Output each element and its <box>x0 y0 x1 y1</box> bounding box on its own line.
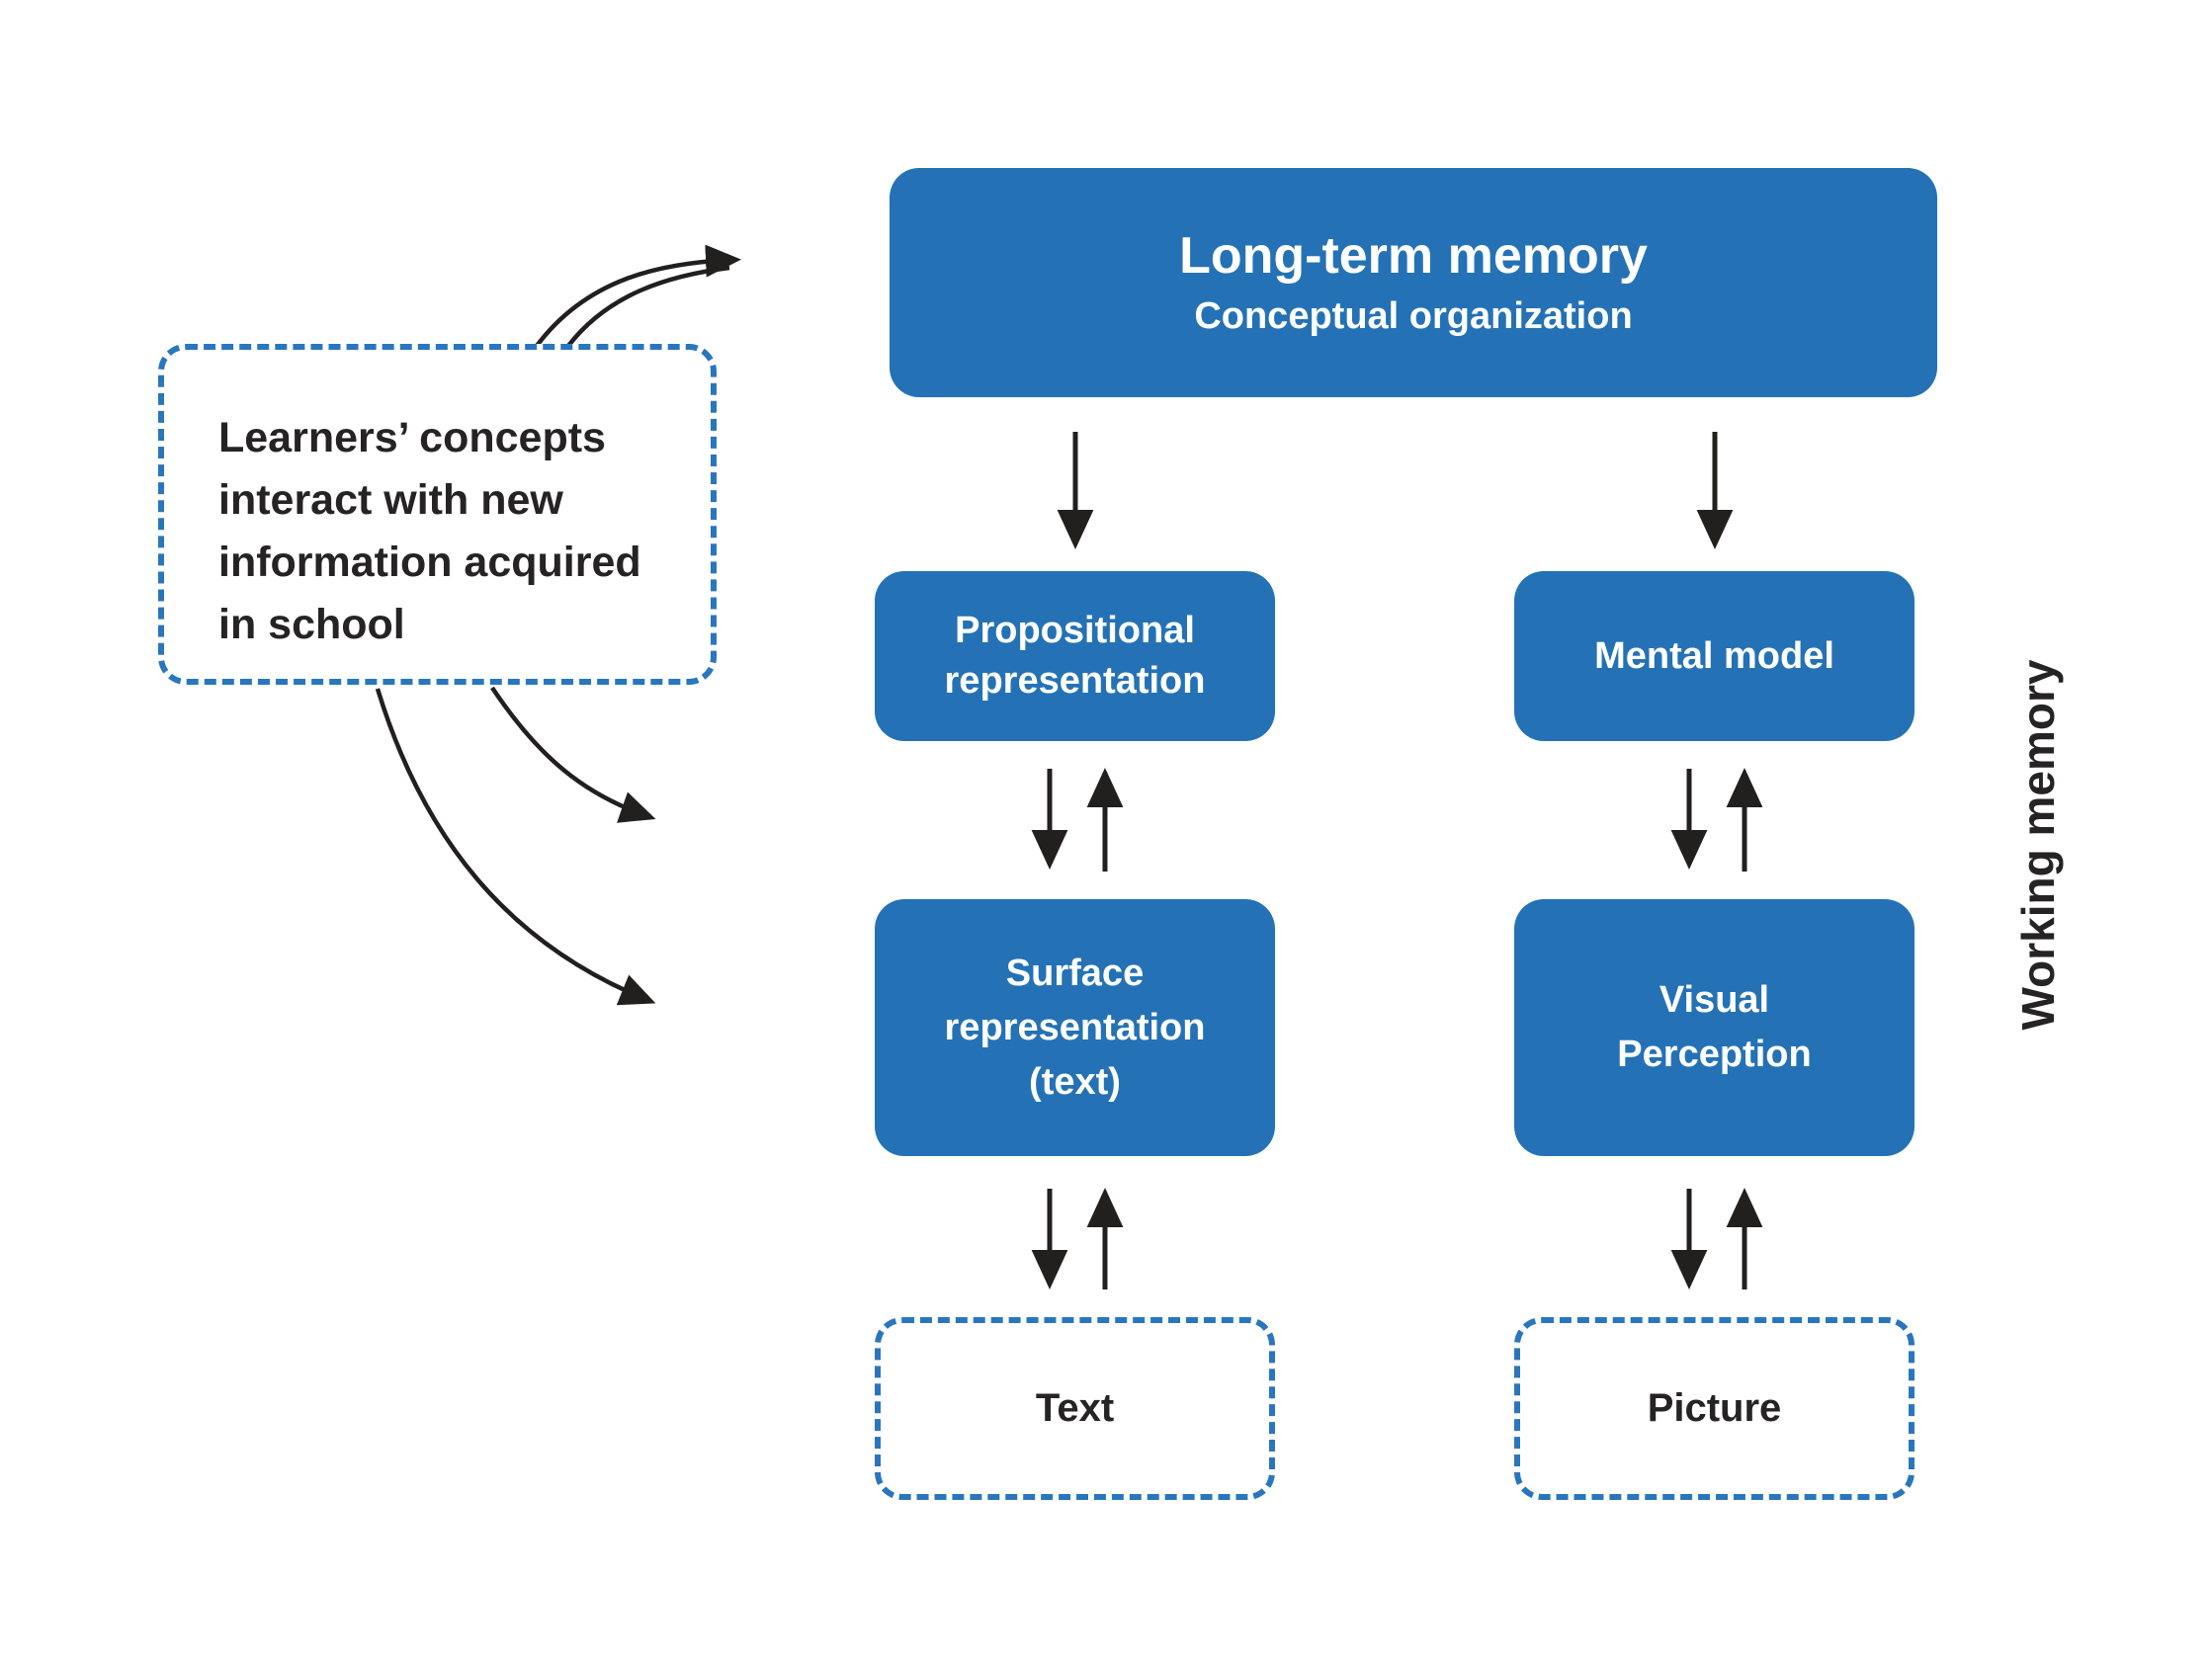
annotation-note-text: Learners’ concepts interact with new inf… <box>218 414 641 648</box>
long-term-memory-title: Long-term memory <box>1179 227 1648 285</box>
long-term-memory-subtitle: Conceptual organization <box>1194 295 1633 337</box>
long-term-memory-node: Long-term memory Conceptual organization <box>890 168 1937 397</box>
arrow-note-to-lower-level <box>375 688 656 1006</box>
picture-source-node: Picture <box>1514 1317 1914 1500</box>
surface-representation-node: Surface representation (text) <box>875 899 1275 1156</box>
arrow-note-to-ltm <box>535 244 741 348</box>
working-memory-label: Working memory <box>2012 659 2064 1031</box>
propositional-representation-node: Propositional representation <box>875 571 1275 741</box>
text-source-node: Text <box>875 1317 1275 1500</box>
arrow-note-to-middle-level <box>490 686 656 823</box>
annotation-note: Learners’ concepts interact with new inf… <box>158 344 717 685</box>
visual-perception-node: Visual Perception <box>1514 899 1914 1156</box>
mental-model-node: Mental model <box>1514 571 1914 741</box>
